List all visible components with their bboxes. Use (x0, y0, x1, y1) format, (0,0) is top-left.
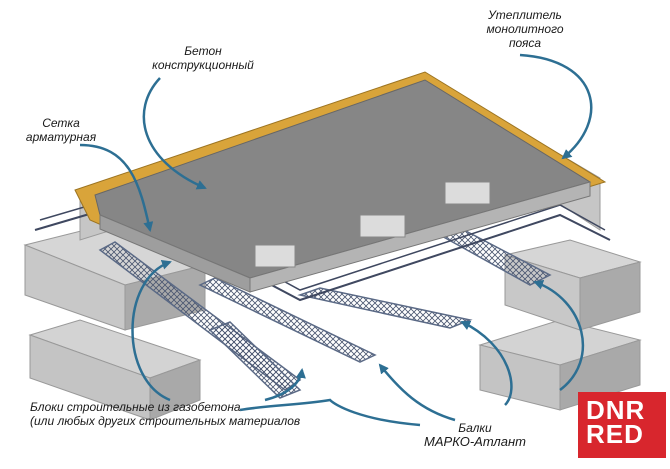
label-mesh-line2: арматурная (25, 130, 97, 144)
arrow-icon (79, 53, 593, 427)
label-insulation-line1: Утеплитель (488, 8, 562, 22)
label-blocks: Блоки строительные из газобетона (или лю… (30, 400, 320, 428)
label-concrete-line2: конструкционный (152, 58, 254, 72)
label-beams: Балки МАРКО-Атлант (420, 421, 530, 449)
watermark-text: DNR RED (586, 395, 646, 449)
label-beams-line1: Балки (458, 421, 492, 435)
label-insulation: Утеплитель монолитного пояса (470, 8, 580, 50)
label-insulation-line3: пояса (508, 36, 542, 50)
label-mesh-line1: Сетка (42, 116, 80, 130)
watermark-line2: RED (586, 419, 644, 449)
label-blocks-line2: (или любых других строительных материало… (30, 414, 301, 428)
label-mesh: Сетка арматурная (18, 116, 104, 144)
label-blocks-line1: Блоки строительные из газобетона (30, 400, 241, 414)
concrete-slab (74, 71, 607, 293)
watermark-line1: DNR (586, 395, 646, 425)
label-concrete: Бетон конструкционный (143, 44, 263, 72)
label-concrete-line1: Бетон (184, 44, 222, 58)
watermark-badge (578, 392, 666, 458)
label-insulation-line2: монолитного (486, 22, 564, 36)
label-beams-line2: МАРКО-Атлант (424, 434, 526, 449)
